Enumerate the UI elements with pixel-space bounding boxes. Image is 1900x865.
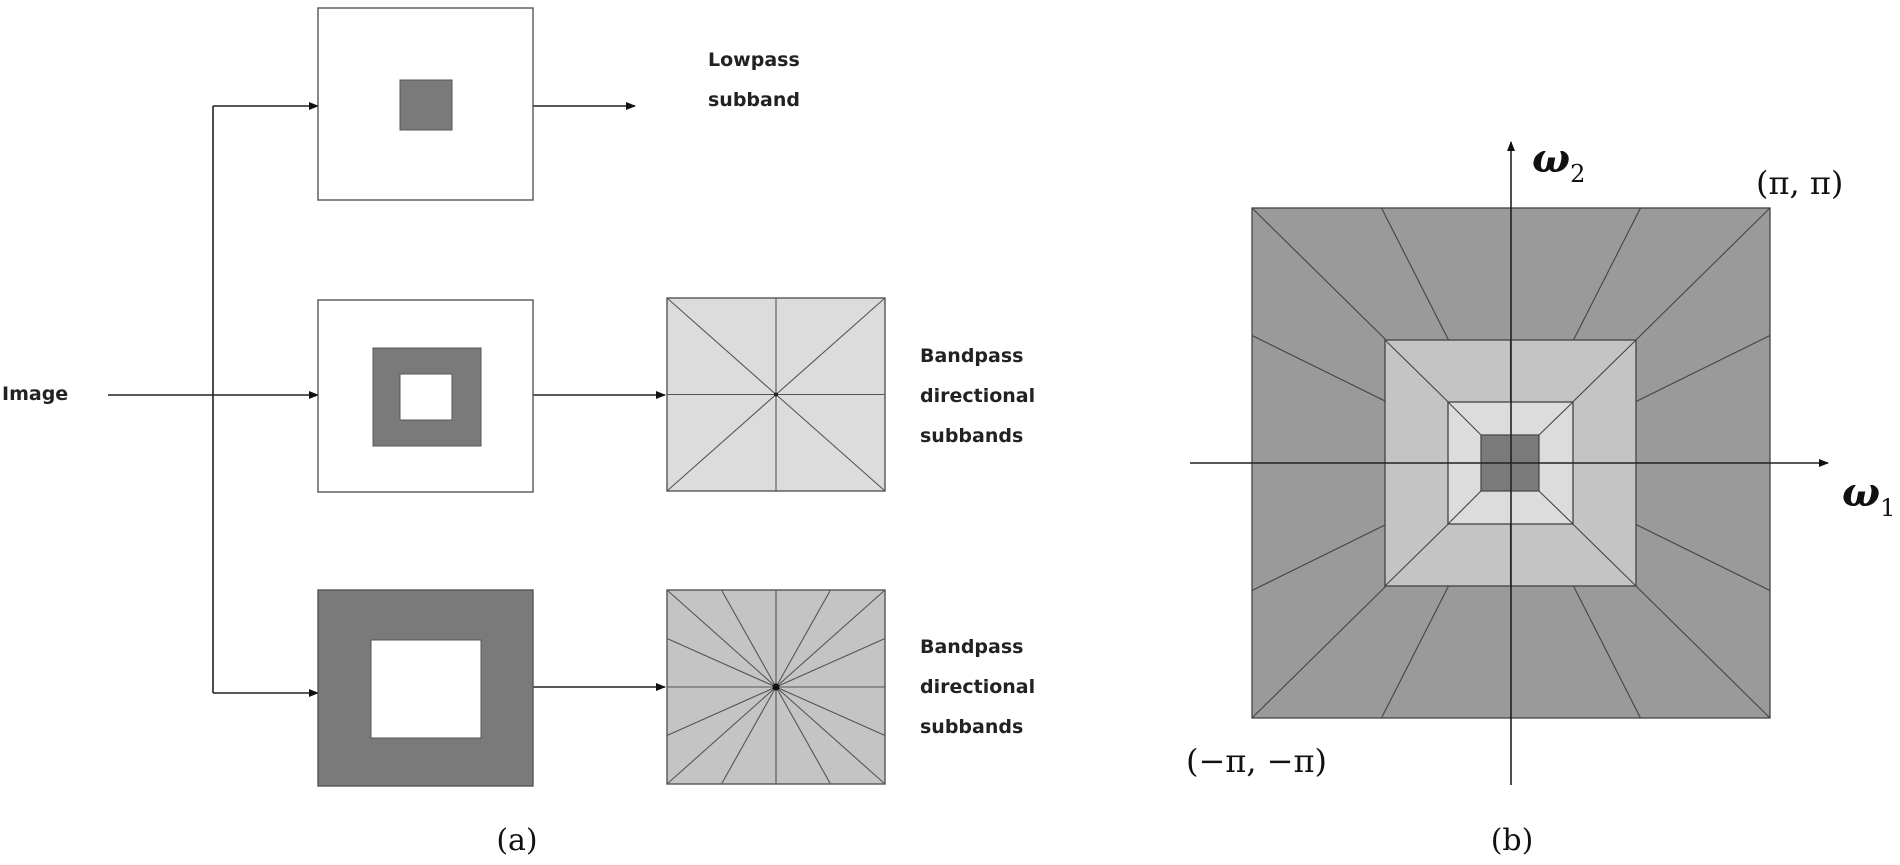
lowpass-passband [399,79,453,131]
wedge-boundary-line [1635,207,1771,341]
wedge-boundary-line [1384,339,1449,403]
center-point [772,683,780,691]
direction-line [666,686,777,737]
direction-line [666,637,777,688]
omega-subscript: 2 [1570,160,1585,188]
direction-line [666,297,777,395]
omega-symbol: ω [1842,469,1880,516]
omega-subscript: 1 [1880,494,1895,522]
wedge-boundary-line [1572,585,1641,719]
directional-filter-box-16 [666,589,886,785]
wedge-boundary-line [1384,523,1449,587]
wedge-boundary-line [1636,335,1771,402]
direction-line [775,297,886,395]
wedge-boundary-line [1635,585,1771,719]
corner-label-lower-left: (−π, −π) [1186,742,1327,780]
label-line: Bandpass [920,345,1023,367]
label-line: directional [920,385,1035,407]
bandpass-label-1: Bandpass directional subbands [920,345,1042,447]
wedge-boundary-line [1538,490,1574,525]
label-line: subbands [920,716,1023,738]
wedge-boundary-line [1572,339,1637,403]
wedge-boundary-line [1538,401,1574,436]
bandpass-hole [370,639,482,739]
direction-line [666,589,777,688]
direction-line [721,589,777,688]
bandpass-hole [399,373,453,421]
wedge-boundary-line [1381,585,1450,719]
corner-label-upper-right: (π, π) [1756,164,1843,202]
bandpass-label-2: Bandpass directional subbands [920,636,1042,738]
label-line: Lowpass [708,49,800,71]
direction-line [775,637,886,688]
wedge-boundary-line [1251,335,1386,402]
direction-lines [666,297,886,492]
wedge-boundary-line [1572,523,1637,587]
direction-line [775,589,886,688]
direction-line [775,686,886,785]
filter-box-bandpass-1 [317,299,534,493]
direction-lines [666,589,886,785]
inner-direction-lines [1447,401,1574,525]
direction-line [775,686,886,737]
label-line: Bandpass [920,636,1023,658]
omega1-label: ω1 [1842,469,1895,522]
wedge-boundary-line [1572,207,1641,341]
wedge-boundary-line [1251,585,1387,719]
direction-line [775,589,831,688]
direction-line [666,394,777,492]
label-line: subband [708,89,800,111]
panel-b-caption: (b) [1491,823,1534,858]
direction-line [775,394,886,492]
center-point [774,392,778,397]
omega-symbol: ω [1532,135,1570,182]
filter-box-lowpass [317,7,534,201]
panel-b: ω2 ω1 (π, π) (−π, −π) (b) [1186,135,1895,858]
wedge-boundary-line [1447,490,1482,525]
directional-filter-box-8 [666,297,886,492]
omega2-label: ω2 [1532,135,1585,188]
direction-line [775,686,831,785]
panel-a-caption: (a) [496,823,537,858]
wedge-boundary-line [1251,207,1387,341]
wedge-boundary-line [1447,401,1482,436]
direction-line [666,686,777,785]
filter-box-bandpass-2 [317,589,534,787]
input-label: Image [2,383,68,405]
wedge-boundary-line [1636,524,1771,591]
connector-lines [108,102,666,697]
wedge-boundary-line [1251,524,1386,591]
direction-line [721,686,777,785]
label-line: subbands [920,425,1023,447]
panel-a: Image Lowpass subband Bandpass direction… [2,7,1042,858]
lowpass-label: Lowpass subband [708,49,806,111]
wedge-boundary-line [1381,207,1450,341]
label-line: directional [920,676,1035,698]
